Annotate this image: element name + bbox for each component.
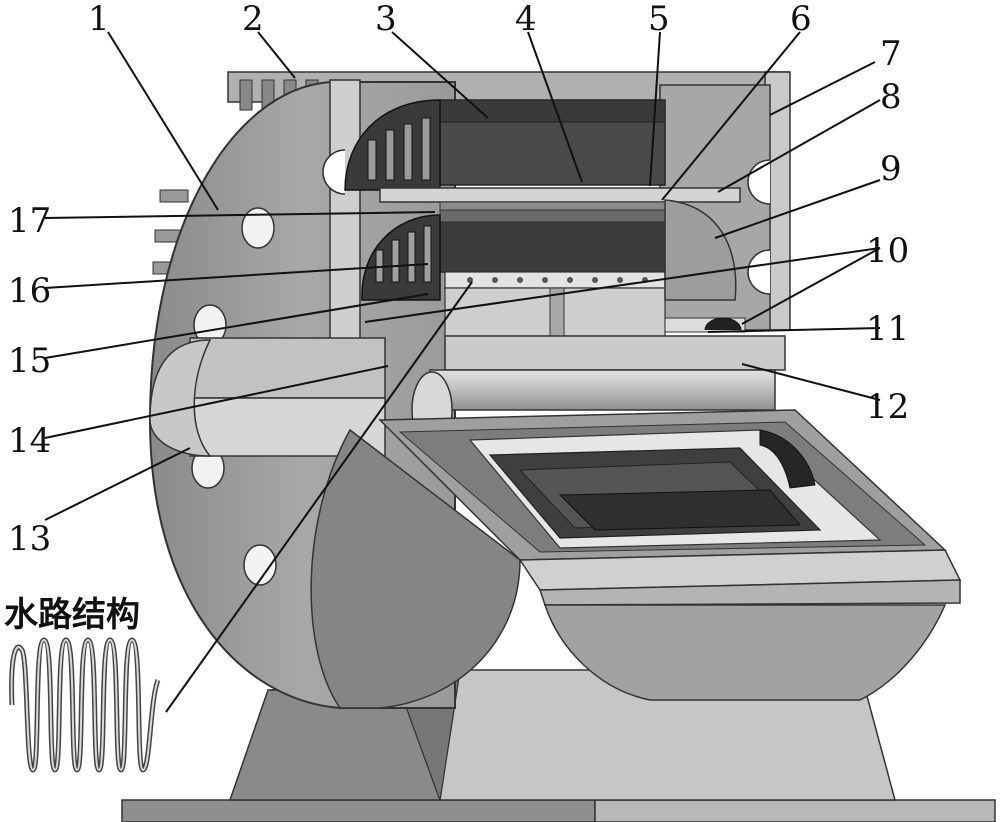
label-1: 1 <box>88 0 110 39</box>
label-5: 5 <box>648 0 670 39</box>
label-4: 4 <box>515 0 537 39</box>
label-10: 10 <box>866 231 909 271</box>
label-2: 2 <box>242 0 264 39</box>
label-8: 8 <box>880 77 902 117</box>
stator-core <box>439 99 666 273</box>
lower-end-winding <box>361 214 441 301</box>
right-end-winding <box>664 199 746 333</box>
water-jacket-plates <box>379 187 741 223</box>
label-11: 11 <box>866 309 909 349</box>
label-17: 17 <box>8 201 51 241</box>
lower-cutaway-housing <box>310 409 962 709</box>
label-6: 6 <box>790 0 812 39</box>
inner-end-plate <box>322 79 361 341</box>
label-9: 9 <box>880 149 902 189</box>
label-12: 12 <box>866 387 909 427</box>
label-7: 7 <box>880 34 902 74</box>
label-3: 3 <box>375 0 397 39</box>
rotor-slot-strip <box>444 271 666 337</box>
label-16: 16 <box>8 271 51 311</box>
part-labels: 1 2 3 4 5 6 7 8 9 10 11 12 13 14 15 16 1… <box>8 0 909 559</box>
water-channel-caption: 水路结构 <box>4 595 140 635</box>
label-13: 13 <box>8 519 51 559</box>
label-14: 14 <box>8 421 51 461</box>
label-15: 15 <box>8 341 51 381</box>
water-channel-spiral <box>9 637 161 773</box>
leader-lines <box>44 31 881 713</box>
upper-end-winding <box>344 99 441 191</box>
